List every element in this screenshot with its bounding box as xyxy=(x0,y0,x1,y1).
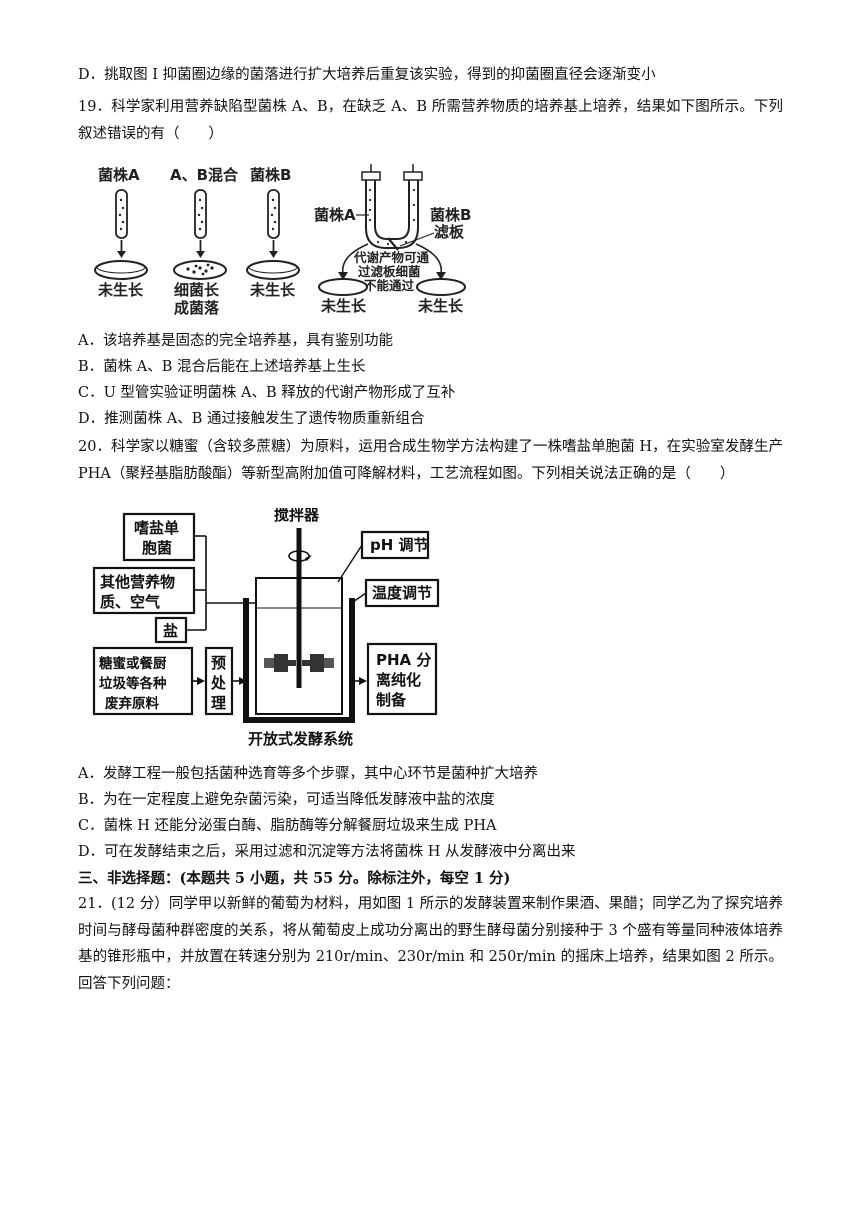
q20-option-c: C．菌株 H 还能分泌蛋白酶、脂肪酶等分解餐厨垃圾来生成 PHA xyxy=(78,818,497,834)
q20-stem: 20．科学家以糖蜜（含较多蔗糖）为原料，运用合成生物学方法构建了一株嗜盐单胞菌 … xyxy=(78,439,783,482)
fig20-ph-box: pH 调节 xyxy=(370,536,429,554)
q18-option-d: D．挑取图 I 抑菌圈边缘的菌落进行扩大培养后重复该实验，得到的抑菌圈直径会逐渐… xyxy=(78,67,656,83)
fig20-box1-line1: 嗜盐单 xyxy=(134,519,179,537)
fig19-no-growth-4: 未生长 xyxy=(417,297,464,315)
fig19-note-line3: 不能通过 xyxy=(364,278,415,293)
q20-figure: 嗜盐单 胞菌 其他营养物 质、空气 盐 糖蜜或餐厨 垃圾等各种 废弃原料 预 处… xyxy=(92,508,440,748)
fig20-salt-box: 盐 xyxy=(163,622,178,640)
q19-stem: 19．科学家利用营养缺陷型菌株 A、B，在缺乏 A、B 所需营养物质的培养基上培… xyxy=(78,99,783,142)
fig20-pre-char2: 处 xyxy=(210,674,227,692)
fig19-colony-line1: 细菌长 xyxy=(174,281,220,299)
fig19-label-mix: A、B混合 xyxy=(170,166,239,184)
q19-option-d: D．推测菌株 A、B 通过接触发生了遗传物质重新组合 xyxy=(78,411,425,427)
fig20-pre-char3: 理 xyxy=(211,694,226,712)
fig19-colony-line2: 成菌落 xyxy=(174,299,220,317)
fig19-note-line1: 代谢产物可通 xyxy=(353,250,430,265)
fig20-box4-line3: 废弃原料 xyxy=(105,695,159,712)
fig20-pha-line2: 离纯化 xyxy=(376,671,421,689)
q20-option-b: B．为在一定程度上避免杂菌污染，可适当降低发酵液中盐的浓度 xyxy=(78,792,495,808)
fig19-utube-strain-a: 菌株A xyxy=(314,206,356,224)
q21-stem: 21．(12 分）同学甲以新鲜的葡萄为材料，用如图 1 所示的发酵装置来制作果酒… xyxy=(78,896,783,992)
fig20-box4-line2: 垃圾等各种 xyxy=(99,675,167,692)
fig19-no-growth-3: 未生长 xyxy=(320,297,367,315)
fig20-pha-line3: 制备 xyxy=(376,691,407,709)
fig20-box2-line1: 其他营养物 xyxy=(100,573,175,591)
q19-figure: 菌株A 未生长 A、B混合 细菌长 成菌落 菌株B 未生长 xyxy=(94,164,471,317)
fig20-pha-line1: PHA 分 xyxy=(376,651,431,669)
q19-option-c: C．U 型管实验证明菌株 A、B 释放的代谢产物形成了互补 xyxy=(78,385,456,401)
q19-option-b: B．菌株 A、B 混合后能在上述培养基上生长 xyxy=(78,359,366,375)
fig20-stirrer-label: 搅拌器 xyxy=(274,508,320,524)
fig20-pre-char1: 预 xyxy=(211,654,226,672)
fig19-label-strain-a: 菌株A xyxy=(98,166,140,184)
fig20-box2-line2: 质、空气 xyxy=(100,593,160,611)
q19-option-a: A．该培养基是固态的完全培养基，具有鉴别功能 xyxy=(78,333,393,349)
fig20-box1-line2: 胞菌 xyxy=(141,539,172,557)
fig19-filter-label: 滤板 xyxy=(434,223,465,241)
fig20-box4-line1: 糖蜜或餐厨 xyxy=(99,655,167,672)
section-3-heading: 三、非选择题：(本题共 5 小题，共 55 分。除标注外，每空 1 分) xyxy=(78,870,511,887)
q20-option-d: D．可在发酵结束之后，采用过滤和沉淀等方法将菌株 H 从发酵液中分离出来 xyxy=(78,844,576,860)
fig19-no-growth-2: 未生长 xyxy=(249,281,296,299)
fig19-label-strain-b: 菌株B xyxy=(250,166,291,184)
fig19-utube-strain-b: 菌株B xyxy=(430,206,471,224)
q20-option-a: A．发酵工程一般包括菌种选育等多个步骤，其中心环节是菌种扩大培养 xyxy=(78,766,538,782)
fig19-no-growth-1: 未生长 xyxy=(97,281,144,299)
fig19-note-line2: 过滤板细菌 xyxy=(358,264,421,279)
fig20-system-caption: 开放式发酵系统 xyxy=(248,730,353,748)
fig20-temp-box: 温度调节 xyxy=(372,584,432,602)
